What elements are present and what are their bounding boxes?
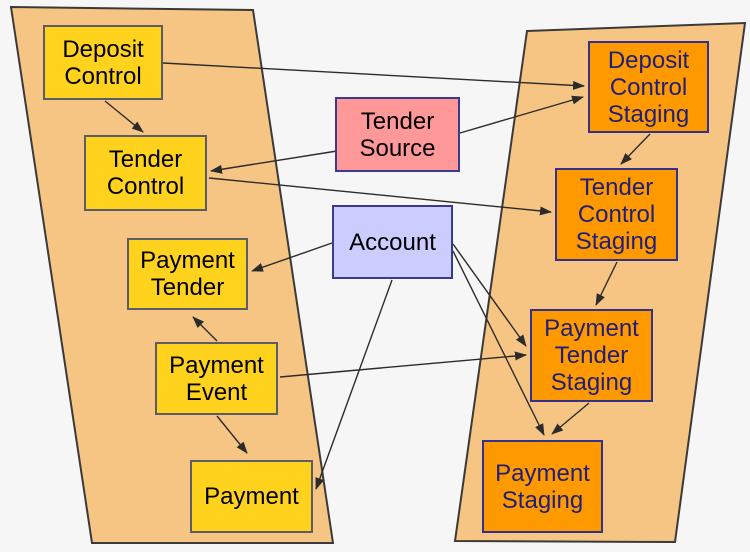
edge-account-to-payment — [315, 279, 393, 490]
edge-tender-source-to-tender-control — [210, 150, 338, 174]
node-payment: Payment — [190, 460, 313, 533]
node-tender-control: Tender Control — [84, 135, 207, 211]
edge-payment-event-to-payment-tender-staging — [279, 351, 527, 378]
node-tender-control-staging: Tender Control Staging — [555, 168, 678, 261]
edge-tender-control-staging-to-payment-tender-staging — [595, 261, 618, 306]
edge-payment-tender-staging-to-payment-staging — [551, 402, 590, 435]
edge-payment-event-to-payment-tender — [192, 316, 218, 342]
node-deposit-control: Deposit Control — [43, 25, 163, 100]
node-deposit-control-staging: Deposit Control Staging — [588, 41, 709, 133]
edge-account-to-payment-staging — [452, 250, 545, 436]
node-tender-source: Tender Source — [335, 97, 460, 172]
edge-tender-control-to-tender-control-staging — [208, 177, 552, 216]
edge-account-to-payment-tender-staging — [452, 243, 527, 347]
edge-deposit-control-to-deposit-control-staging — [162, 62, 585, 90]
node-payment-staging: Payment Staging — [482, 440, 603, 533]
node-account: Account — [332, 205, 453, 279]
node-payment-tender-staging: Payment Tender Staging — [530, 309, 653, 402]
edge-deposit-control-to-tender-control — [104, 100, 144, 133]
edge-account-to-payment-tender — [251, 242, 333, 272]
edge-deposit-control-staging-to-tender-control-staging — [620, 133, 651, 165]
staging-entities-band — [453, 21, 747, 544]
node-payment-tender: Payment Tender — [127, 238, 248, 310]
node-payment-event: Payment Event — [155, 342, 278, 415]
edge-payment-event-to-payment — [216, 415, 248, 454]
edge-tender-source-to-deposit-control-staging — [459, 95, 584, 134]
